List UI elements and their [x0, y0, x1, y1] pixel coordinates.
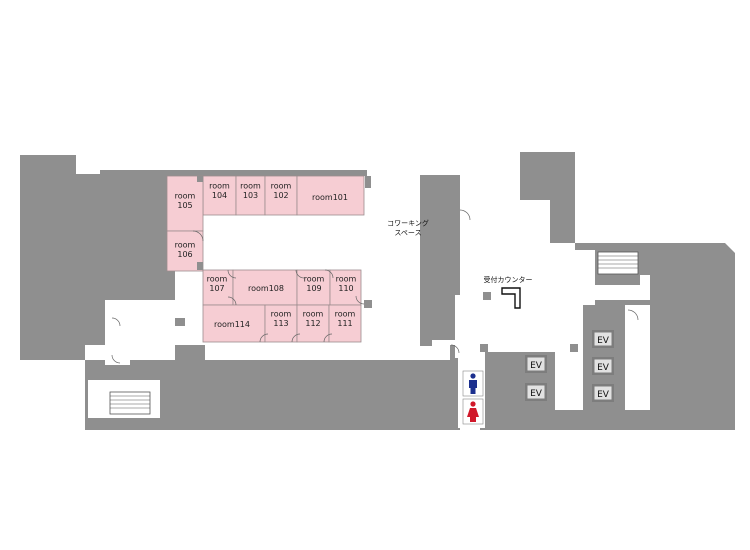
room-114-label: room114 [214, 320, 250, 329]
room-113 [264, 304, 298, 343]
room-108 [232, 269, 298, 306]
door-icon [111, 354, 121, 364]
stairs-icon [597, 251, 639, 275]
room-101-label: room101 [312, 193, 348, 202]
door-icon [259, 333, 269, 343]
elevator-icon [525, 355, 547, 373]
ev-label: EV [597, 390, 610, 400]
room-110 [329, 269, 362, 306]
pillars [175, 176, 578, 352]
floor-areas [76, 170, 650, 428]
room-103 [235, 175, 266, 216]
ev-label: EV [530, 389, 543, 399]
door-icon [459, 209, 471, 221]
ev-label: EV [597, 336, 610, 346]
ev-label: EV [597, 363, 610, 373]
coworking-label: コワーキングスペース [387, 218, 429, 237]
elevator-icon [525, 383, 547, 401]
door-icon [323, 333, 333, 343]
door-icon [324, 269, 334, 279]
door-icon [450, 344, 460, 354]
ev-label: EV [530, 361, 543, 371]
door-icon [295, 269, 305, 279]
room-101 [296, 175, 365, 216]
door-icon [227, 296, 237, 306]
door-icon [111, 317, 121, 327]
female-restroom-icon [462, 398, 484, 425]
door-icon [227, 269, 237, 279]
reception-label: 受付カウンター [484, 275, 533, 284]
door-icon [355, 295, 365, 305]
rooms [166, 175, 365, 343]
reception-counter-icon [501, 287, 521, 309]
room-112 [296, 304, 330, 343]
elevator-icon [592, 384, 614, 402]
male-restroom-icon [462, 370, 484, 397]
room-102 [264, 175, 298, 216]
room-104 [202, 175, 237, 216]
pillar-block [420, 295, 455, 340]
door-icon [192, 230, 204, 242]
door-icon [627, 309, 639, 321]
door-icons [111, 209, 639, 364]
elevators [525, 330, 614, 402]
elevator-icon [592, 357, 614, 375]
room-105 [166, 175, 204, 232]
elevator-icon [592, 330, 614, 348]
stairs-icon [109, 391, 151, 415]
door-icon [291, 333, 301, 343]
room-108-label: room108 [248, 284, 284, 293]
room-111 [328, 304, 362, 343]
